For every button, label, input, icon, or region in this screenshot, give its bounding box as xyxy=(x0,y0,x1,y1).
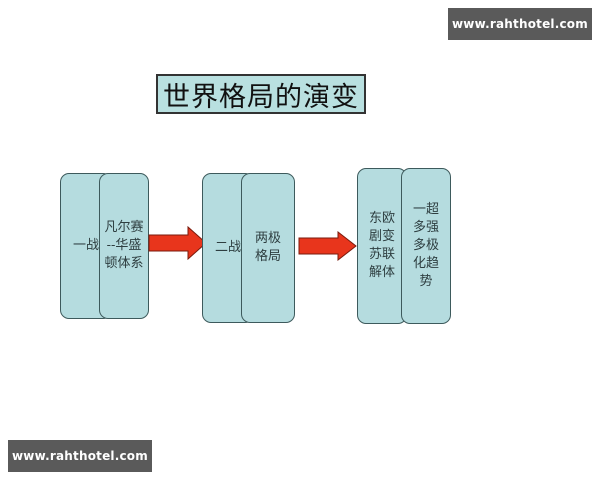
arrow-right-icon xyxy=(148,226,207,260)
stage-3-event-line: 解体 xyxy=(368,265,395,280)
stage-1-result-box: 凡尔赛 --华盛 顿体系 xyxy=(99,173,149,319)
stage-2-result-box: 两极 格局 xyxy=(241,173,295,323)
watermark-bottom: www.rahthotel.com xyxy=(8,440,152,472)
stage-3-event-line: 剧变 xyxy=(368,229,395,244)
stage-2-result-line: 两极 xyxy=(254,231,281,246)
stage-3-result-line: 多强 xyxy=(412,220,439,235)
stage-1-result-line: --华盛 xyxy=(106,238,142,253)
stage-2-event-label: 二战 xyxy=(214,240,241,255)
watermark-top: www.rahthotel.com xyxy=(448,8,592,40)
stage-1-result-line: 凡尔赛 xyxy=(104,220,144,235)
stage-3-result-line: 势 xyxy=(419,274,433,289)
diagram-title: 世界格局的演变 xyxy=(156,74,366,114)
stage-2-result-line: 格局 xyxy=(254,249,281,264)
stage-3-result-box: 一超 多强 多极 化趋 势 xyxy=(401,168,451,324)
stage-3-result-line: 化趋 xyxy=(412,256,439,271)
stage-3-event-line: 苏联 xyxy=(368,247,395,262)
arrow-right-icon xyxy=(298,231,357,261)
stage-3-result-line: 一超 xyxy=(412,202,439,217)
stage-1-result-line: 顿体系 xyxy=(104,256,144,271)
stage-3-event-box: 东欧 剧变 苏联 解体 xyxy=(357,168,407,324)
stage-3-event-line: 东欧 xyxy=(368,211,395,226)
stage-1-event-label: 一战 xyxy=(72,238,99,253)
stage-3-result-line: 多极 xyxy=(412,238,439,253)
